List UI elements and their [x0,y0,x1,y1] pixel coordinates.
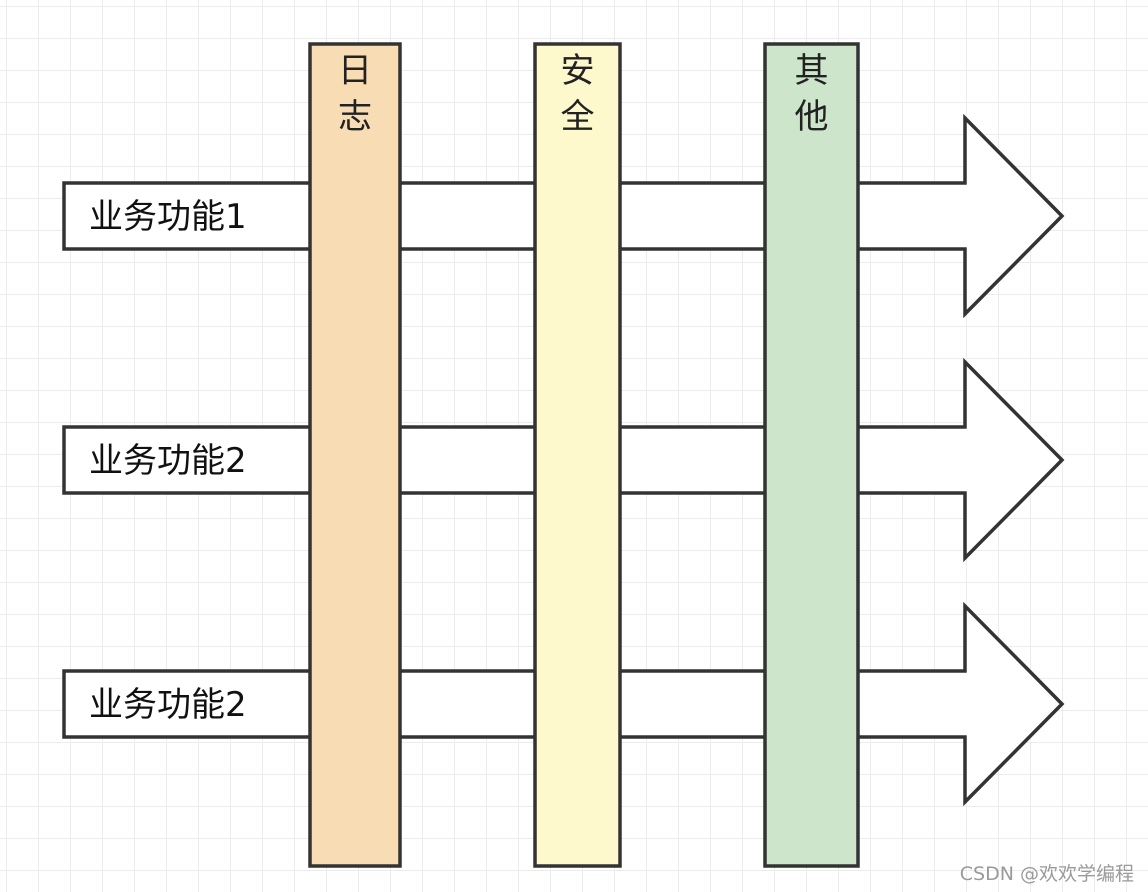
concern-label-char: 日 [338,51,372,91]
concern-bar: 日志 [308,42,402,868]
flow-label: 业务功能2 [89,685,247,725]
concern-label-char: 全 [561,97,595,137]
concern-bar-shape [308,42,402,868]
concern-bar-shape [533,42,622,868]
concern-label-char: 他 [795,97,829,137]
flow-label: 业务功能2 [89,441,247,481]
concern-bar: 其他 [763,42,860,868]
flow-label: 业务功能1 [89,197,247,237]
concern-label-char: 安 [561,51,595,91]
watermark: CSDN @欢欢学编程 [959,863,1134,885]
concern-bar: 安全 [533,42,622,868]
concern-bar-shape [763,42,860,868]
concern-label-char: 其 [795,51,829,91]
concern-label-char: 志 [338,97,372,137]
